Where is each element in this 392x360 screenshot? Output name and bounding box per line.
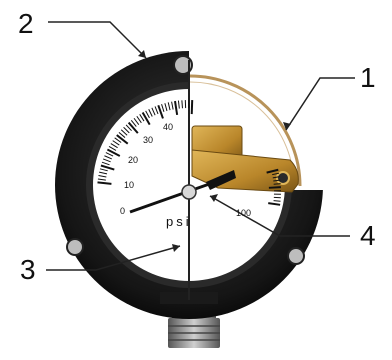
callout-4: 4: [360, 222, 376, 250]
tick-label: 0: [120, 206, 125, 216]
tick-label: 10: [124, 180, 134, 190]
lug-right: [288, 248, 304, 264]
tick-label: 30: [143, 135, 153, 145]
tick-label: 100: [236, 208, 251, 218]
unit-label: psi: [166, 214, 192, 229]
pointer-pivot: [182, 185, 196, 199]
scale-tick: [274, 201, 281, 202]
lug-left: [67, 239, 83, 255]
scale-tick: [182, 100, 183, 108]
tick-label: 20: [128, 155, 138, 165]
callout-1: 1: [360, 64, 376, 92]
scale-tick: [274, 184, 281, 185]
callout-2: 2: [18, 10, 34, 38]
scale-tick: [269, 187, 281, 188]
callout-3: 3: [20, 256, 36, 284]
tick-label: 40: [163, 122, 173, 132]
